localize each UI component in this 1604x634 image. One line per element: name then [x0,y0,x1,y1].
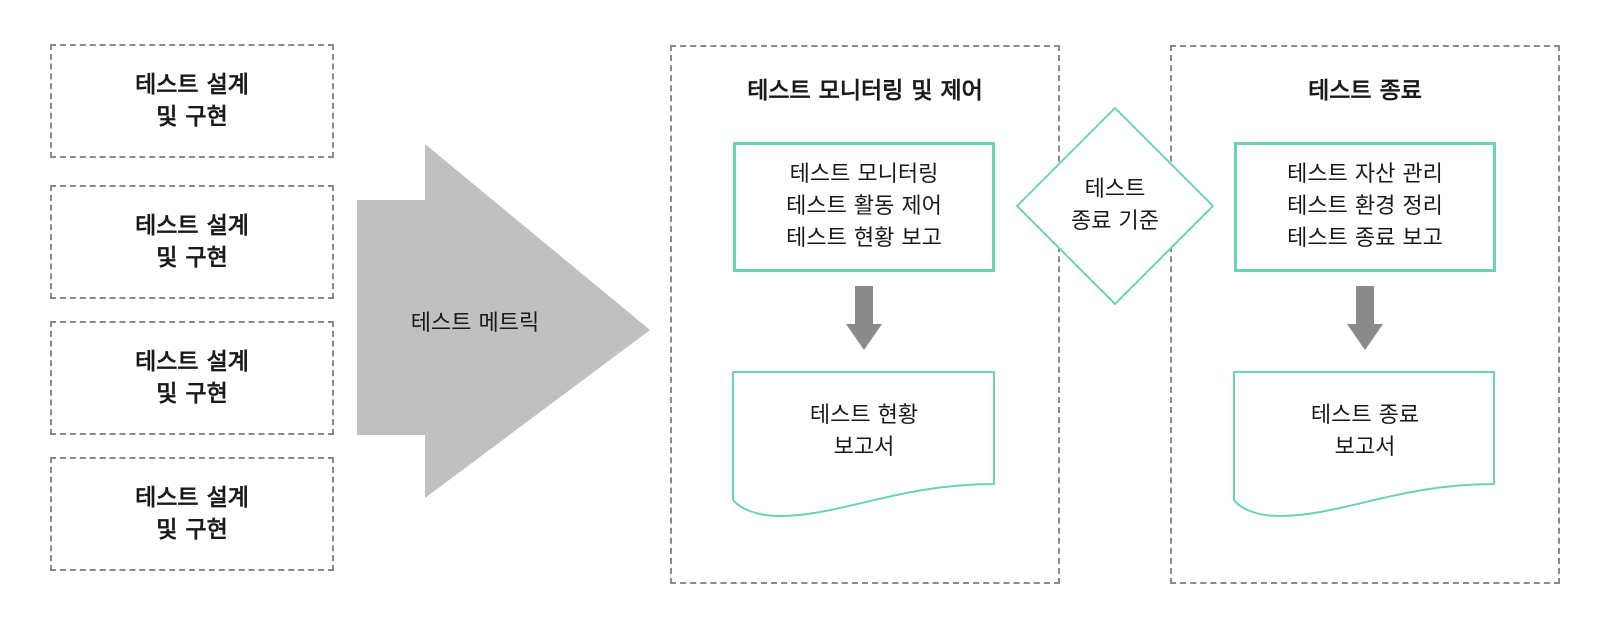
design-implementation-label: 테스트 설계 및 구현 [135,72,249,130]
down-arrow-icon [846,286,882,350]
status-report-label: 테스트 현황 보고서 [809,403,919,460]
monitoring-activities-box: 테스트 모니터링 테스트 활동 제어 테스트 현황 보고 [733,142,995,272]
down-arrow-icon [1347,286,1383,350]
exit-criteria-label: 테스트 종료 기준 [1071,177,1159,234]
design-implementation-label: 테스트 설계 및 구현 [135,485,249,543]
design-implementation-label: 테스트 설계 및 구현 [135,349,249,407]
test-closure-title: 테스트 종료 [1308,78,1422,104]
monitoring-control-panel: 테스트 모니터링 및 제어 [670,45,1060,584]
design-implementation-box-1: 테스트 설계 및 구현 [50,44,334,158]
closure-activities-text: 테스트 자산 관리 테스트 환경 정리 테스트 종료 보고 [1287,162,1443,251]
test-metric-label: 테스트 메트릭 [410,311,540,336]
closure-report-label: 테스트 종료 보고서 [1310,403,1420,460]
closure-activities-box: 테스트 자산 관리 테스트 환경 정리 테스트 종료 보고 [1234,142,1496,272]
monitoring-control-title: 테스트 모니터링 및 제어 [747,78,983,104]
closure-report-document-shape [1233,371,1495,518]
design-implementation-box-3: 테스트 설계 및 구현 [50,321,334,435]
status-report-document-shape [732,371,995,518]
big-arrow-shape [357,144,650,498]
test-closure-panel: 테스트 종료 [1170,45,1560,584]
monitoring-activities-text: 테스트 모니터링 테스트 활동 제어 테스트 현황 보고 [786,162,942,251]
design-implementation-box-4: 테스트 설계 및 구현 [50,457,334,571]
design-implementation-label: 테스트 설계 및 구현 [135,213,249,271]
design-implementation-box-2: 테스트 설계 및 구현 [50,185,334,299]
